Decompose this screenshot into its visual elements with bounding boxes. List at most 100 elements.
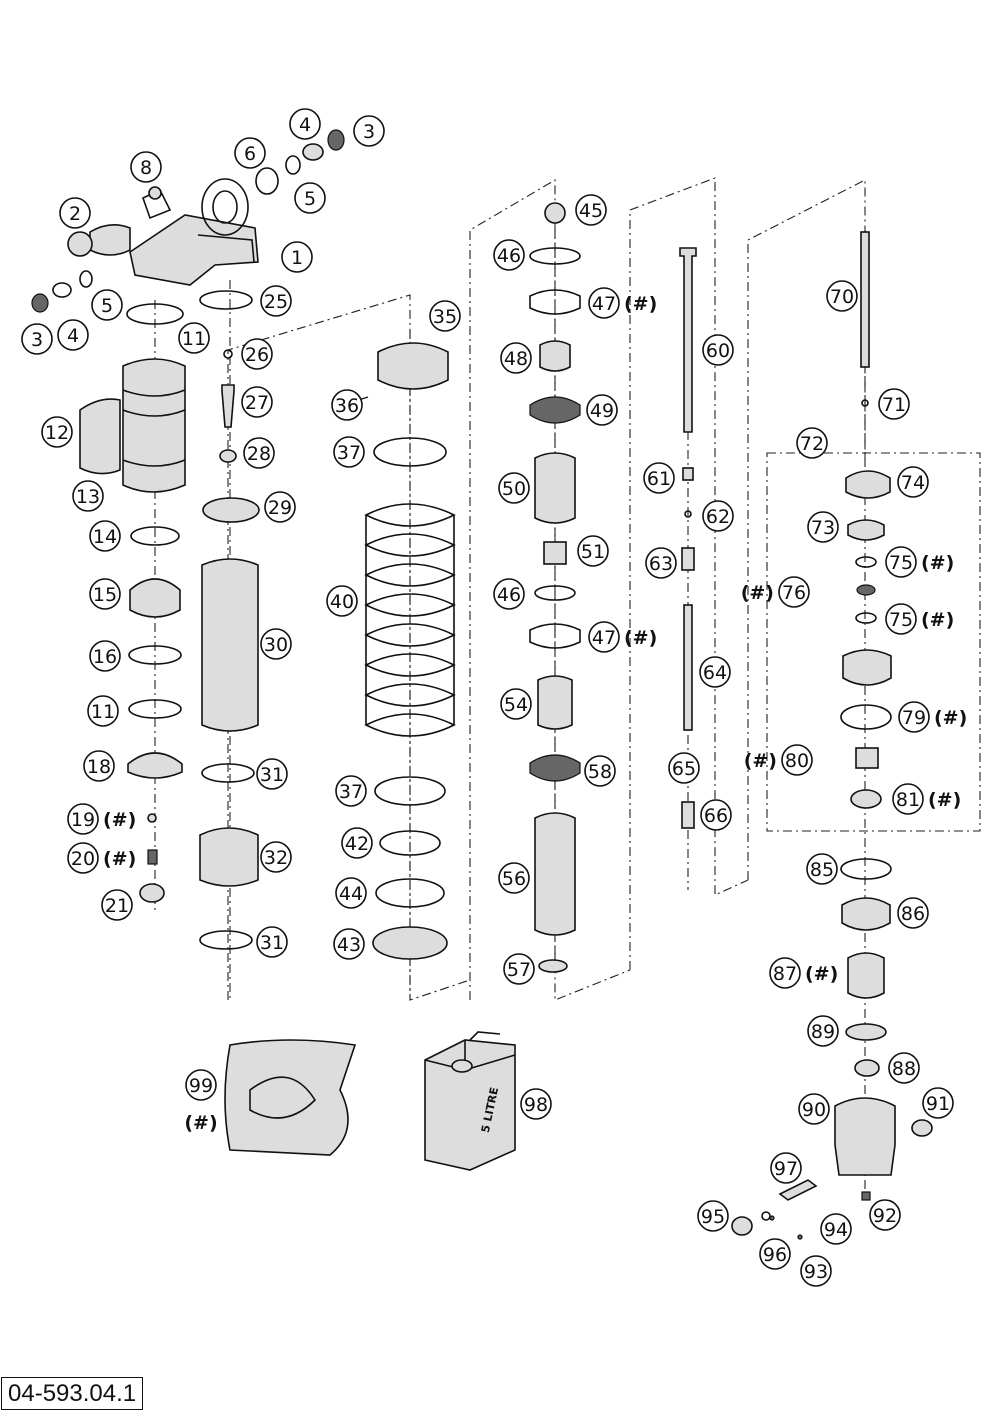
- callout-number: 72: [800, 433, 824, 455]
- callout-circle: [87, 695, 119, 727]
- callout-number: 47: [592, 627, 616, 649]
- callout-number: 25: [264, 291, 288, 313]
- callout-circle: [57, 319, 89, 351]
- separating-piston-part: [129, 578, 181, 618]
- callout-circle: [429, 300, 461, 332]
- callout-18: 18: [83, 750, 115, 782]
- callout-95: 95: [697, 1200, 729, 1232]
- kit-marker: (#): [184, 1112, 217, 1134]
- callout-number: 13: [76, 486, 100, 508]
- callout-86: 86: [897, 897, 929, 929]
- callouts: 1233445568111112131415161819(#)20(#)2125…: [21, 108, 967, 1287]
- washer-62-part: [684, 510, 692, 518]
- callout-73: 73: [807, 511, 839, 543]
- callout-number: 14: [93, 526, 117, 548]
- callout-number: 6: [244, 143, 256, 165]
- callout-16: 16: [89, 640, 121, 672]
- callout-circle: [41, 416, 73, 448]
- callout-circle: [781, 744, 813, 776]
- callout-circle: [897, 897, 929, 929]
- callout-97: 97: [770, 1152, 802, 1184]
- callout-81: 81(#): [892, 783, 961, 815]
- washer-71-part: [861, 399, 869, 407]
- callout-21: 21: [101, 889, 133, 921]
- callout-number: 12: [45, 422, 69, 444]
- o-ring-46-top-part: [529, 247, 581, 265]
- callout-circle: [702, 500, 734, 532]
- callout-circle: [826, 280, 858, 312]
- callout-circle: [89, 578, 121, 610]
- callout-8: 8: [130, 151, 162, 183]
- callout-3: 3: [21, 323, 53, 355]
- callout-circle: [807, 511, 839, 543]
- callout-85: 85: [806, 853, 838, 885]
- callout-number: 3: [363, 121, 375, 143]
- label-sticker-part: [79, 398, 121, 475]
- callout-number: 88: [892, 1058, 916, 1080]
- bottom-eye-part: [834, 1097, 896, 1176]
- ring-42-part: [379, 830, 441, 856]
- callout-circle: [700, 799, 732, 831]
- callout-number: 29: [268, 497, 292, 519]
- callout-12: 12: [41, 416, 73, 448]
- callout-circle: [869, 1199, 901, 1231]
- callout-circle: [699, 656, 731, 688]
- callout-circle: [796, 427, 828, 459]
- rebound-valve-section-outline: [747, 179, 866, 880]
- callout-70: 70: [826, 280, 858, 312]
- ring-81-part: [850, 789, 882, 809]
- callout-circle: [185, 1069, 217, 1101]
- callout-number: 48: [504, 348, 528, 370]
- callout-26: 26: [241, 338, 273, 370]
- callout-28: 28: [243, 437, 275, 469]
- kit-marker: (#): [624, 293, 657, 315]
- callout-47: 47(#): [588, 621, 657, 653]
- callout-circle: [588, 287, 620, 319]
- callout-circle: [89, 520, 121, 552]
- callout-circle: [333, 436, 365, 468]
- callout-6: 6: [234, 137, 266, 169]
- compression-valve-section-outline: [469, 179, 631, 1001]
- callout-number: 27: [245, 392, 269, 414]
- callout-circle: [643, 462, 675, 494]
- cap-86-part: [841, 897, 891, 931]
- shim-stack-50-part: [534, 452, 576, 524]
- callout-number: 86: [901, 903, 925, 925]
- callout-number: 63: [649, 553, 673, 575]
- piston-rod-part: [679, 247, 697, 433]
- callout-14: 14: [89, 520, 121, 552]
- callout-25: 25: [260, 285, 292, 317]
- callout-number: 1: [291, 247, 303, 269]
- callout-19: 19(#): [67, 803, 136, 835]
- callout-number: 97: [774, 1158, 798, 1180]
- callout-circle: [697, 1200, 729, 1232]
- callout-31: 31: [256, 758, 288, 790]
- callout-number: 37: [337, 442, 361, 464]
- damper-head-part: [67, 178, 259, 286]
- spacer-51-part: [543, 541, 567, 565]
- callout-99: 99(#): [184, 1069, 218, 1134]
- callout-circle: [333, 928, 365, 960]
- callout-20: 20(#): [67, 842, 136, 874]
- callout-circle: [702, 334, 734, 366]
- callout-50: 50: [498, 472, 530, 504]
- callout-number: 56: [502, 868, 526, 890]
- callout-circle: [888, 1052, 920, 1084]
- o-ring-75-bottom-part: [855, 612, 877, 624]
- ring-16-part: [128, 645, 182, 665]
- callout-circle: [21, 323, 53, 355]
- sleeve-63-part: [681, 547, 695, 571]
- callout-circle: [503, 953, 535, 985]
- callout-43: 43: [333, 928, 365, 960]
- callout-circle: [922, 1087, 954, 1119]
- callout-number: 85: [810, 859, 834, 881]
- callout-number: 45: [579, 200, 603, 222]
- callout-circle: [178, 322, 210, 354]
- callout-number: 11: [182, 328, 206, 350]
- callout-circle: [759, 1238, 791, 1270]
- callout-circle: [645, 547, 677, 579]
- kit-marker: (#): [103, 848, 136, 870]
- bush-91-part: [911, 1119, 933, 1137]
- callout-circle: [234, 137, 266, 169]
- callout-79: 79(#): [898, 701, 967, 733]
